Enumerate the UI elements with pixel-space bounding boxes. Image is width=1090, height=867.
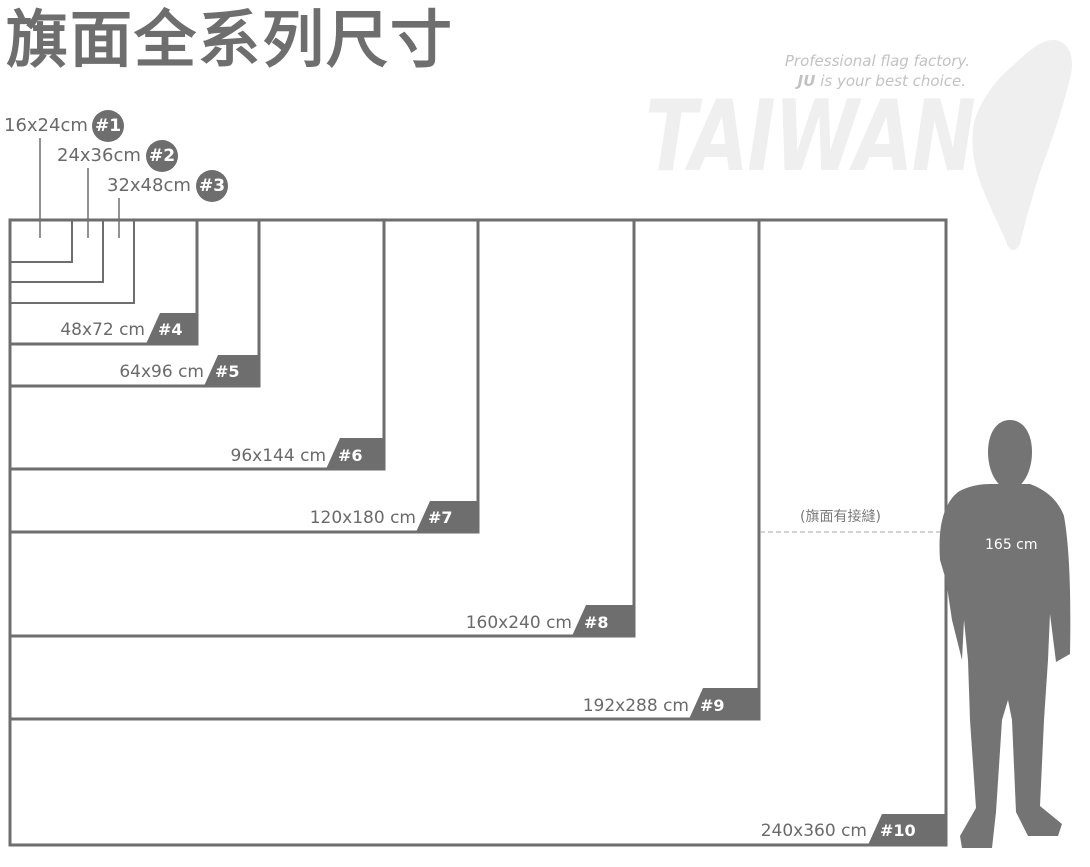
tagline-line-2: JU is your best choice. bbox=[798, 72, 966, 90]
badge-1: #1 bbox=[92, 110, 124, 142]
page-title: 旗面全系列尺寸 bbox=[6, 3, 455, 76]
size-text-6: 96x144 cm bbox=[231, 446, 326, 466]
tagline-line-1: Professional flag factory. bbox=[784, 52, 970, 70]
person-height-label: 165 cm bbox=[985, 537, 1038, 553]
person-head-icon bbox=[988, 420, 1032, 490]
small-flag-size-2: 24x36cm bbox=[57, 145, 141, 166]
person-body-icon bbox=[939, 484, 1071, 848]
num-tab-9 bbox=[689, 688, 759, 719]
flag-outline-2 bbox=[9, 219, 104, 283]
num-text-5: #5 bbox=[215, 362, 240, 381]
size-label-10: 240x360 cm #10 bbox=[761, 814, 946, 845]
num-tab-5 bbox=[204, 355, 259, 386]
tagline-rest: is your best choice. bbox=[815, 72, 966, 90]
num-text-9: #9 bbox=[700, 696, 725, 715]
brand-name: JU bbox=[797, 72, 816, 90]
num-text-7: #7 bbox=[428, 508, 453, 527]
num-tab-6 bbox=[326, 438, 384, 469]
small-flag-outlines bbox=[9, 219, 135, 304]
size-label-9: 192x288 cm #9 bbox=[583, 688, 759, 719]
num-tab-4 bbox=[146, 313, 197, 344]
size-text-10: 240x360 cm bbox=[761, 821, 867, 841]
taiwan-map-icon bbox=[972, 39, 1072, 250]
stitch-note: (旗面有接縫) bbox=[800, 509, 881, 525]
size-label-4: 48x72 cm #4 bbox=[60, 313, 197, 344]
num-tab-8 bbox=[572, 605, 634, 636]
leader-lines bbox=[39, 138, 120, 238]
person-silhouette bbox=[939, 420, 1071, 848]
num-text-6: #6 bbox=[338, 446, 363, 465]
flag-outlines bbox=[8, 218, 948, 847]
small-flag-size-1: 16x24cm bbox=[4, 115, 88, 136]
num-text-4: #4 bbox=[158, 320, 183, 339]
size-label-8: 160x240 cm #8 bbox=[466, 605, 634, 636]
size-text-5: 64x96 cm bbox=[119, 362, 204, 382]
size-text-7: 120x180 cm bbox=[310, 508, 416, 528]
badge-3: #3 bbox=[196, 170, 228, 202]
num-text-10: #10 bbox=[880, 821, 916, 840]
size-text-9: 192x288 cm bbox=[583, 696, 689, 716]
flag-outline-1 bbox=[9, 219, 73, 263]
badge-2: #2 bbox=[146, 140, 178, 172]
num-tab-7 bbox=[416, 501, 478, 532]
size-label-6: 96x144 cm #6 bbox=[231, 438, 384, 469]
size-label-5: 64x96 cm #5 bbox=[119, 355, 259, 386]
small-flag-size-3: 32x48cm bbox=[107, 175, 191, 196]
num-text-8: #8 bbox=[584, 613, 609, 632]
taiwan-watermark: TAIWAN bbox=[645, 80, 976, 194]
num-tab-10 bbox=[868, 814, 946, 845]
size-text-8: 160x240 cm bbox=[466, 613, 572, 633]
size-label-7: 120x180 cm #7 bbox=[310, 501, 478, 532]
size-text-4: 48x72 cm bbox=[60, 320, 145, 340]
